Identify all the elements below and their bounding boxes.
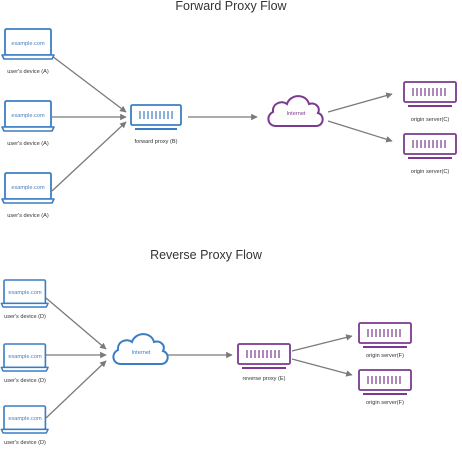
device-caption: user's device (A) (7, 69, 49, 75)
proxy-caption: reverse proxy (E) (243, 376, 286, 382)
device-screen-text: example.com (8, 354, 42, 360)
cloud-label: Internet (287, 111, 306, 117)
arrow-device3-to-internet (45, 360, 107, 419)
arrow-internet-to-server1 (327, 92, 393, 113)
reverse-proxy-section: Reverse Proxy Flow example.com user's de… (0, 248, 412, 446)
server-icon (403, 133, 457, 159)
origin-server-c-2: origin server(C) (403, 133, 457, 175)
arrow-device1-to-proxy (51, 55, 127, 113)
device-caption: user's device (A) (7, 141, 49, 147)
server-icon (237, 343, 291, 369)
server-icon (130, 104, 182, 130)
device-d-1: example.com user's device (D) (0, 279, 49, 320)
arrow-proxy-to-server2 (291, 358, 353, 377)
reverse-title: Reverse Proxy Flow (150, 248, 263, 262)
cloud-label: Internet (132, 350, 151, 356)
reverse-proxy: reverse proxy (E) (237, 343, 291, 382)
device-d-3: example.com user's device (D) (0, 405, 49, 446)
arrow-proxy-to-server1 (291, 334, 353, 352)
server-caption: origin server(F) (366, 400, 404, 406)
device-caption: user's device (D) (4, 440, 46, 446)
server-caption: origin server(C) (411, 169, 450, 175)
device-a-1: example.com user's device (A) (1, 28, 55, 75)
device-caption: user's device (A) (7, 213, 49, 219)
device-caption: user's device (D) (4, 378, 46, 384)
device-a-3: example.com user's device (A) (1, 172, 55, 219)
reverse-internet-cloud: Internet (112, 333, 169, 365)
server-icon (358, 322, 412, 348)
server-icon (403, 81, 457, 107)
device-screen-text: example.com (11, 185, 45, 191)
device-screen-text: example.com (8, 290, 42, 296)
device-d-2: example.com user's device (D) (0, 343, 49, 384)
server-icon (358, 369, 412, 395)
forward-proxy-section: Forward Proxy Flow example.com user's de… (1, 0, 457, 219)
reverse-arrows (45, 297, 353, 419)
arrow-device1-to-internet (45, 297, 107, 350)
server-caption: origin server(C) (411, 117, 450, 123)
device-screen-text: example.com (11, 41, 45, 47)
arrow-internet-to-server2 (327, 120, 393, 143)
server-caption: origin server(F) (366, 353, 404, 359)
forward-proxy: forward proxy (B) (130, 104, 182, 145)
device-caption: user's device (D) (4, 314, 46, 320)
device-screen-text: example.com (11, 113, 45, 119)
forward-title: Forward Proxy Flow (175, 0, 287, 13)
origin-server-f-1: origin server(F) (358, 322, 412, 359)
origin-server-f-2: origin server(F) (358, 369, 412, 406)
origin-server-c-1: origin server(C) (403, 81, 457, 123)
device-a-2: example.com user's device (A) (1, 100, 55, 147)
forward-arrows (51, 55, 393, 192)
forward-internet-cloud: Internet (267, 95, 324, 127)
arrow-device3-to-proxy (51, 121, 127, 192)
proxy-caption: forward proxy (B) (135, 139, 178, 145)
device-screen-text: example.com (8, 416, 42, 422)
